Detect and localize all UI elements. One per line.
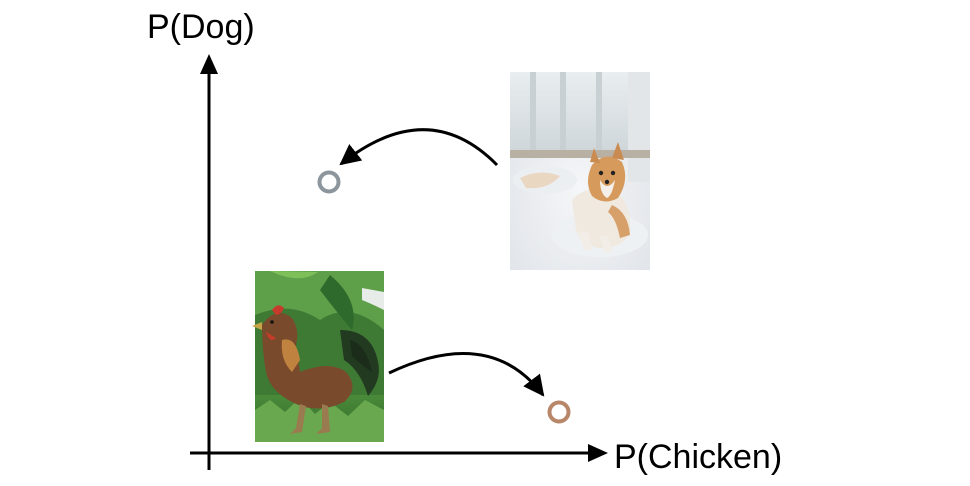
x-axis-label: P(Chicken) xyxy=(614,438,782,476)
y-axis-label: P(Dog) xyxy=(147,8,255,46)
dog-embedding-point xyxy=(317,170,341,194)
x-axis xyxy=(190,444,608,462)
dog-photo xyxy=(510,72,650,270)
dog-mapping-arrow xyxy=(339,128,499,167)
y-axis xyxy=(200,54,218,470)
chicken-embedding-point xyxy=(547,400,571,424)
x-axis-arrowhead xyxy=(588,444,608,462)
chicken-mapping-arrow xyxy=(388,352,545,397)
chicken-photo xyxy=(252,271,384,442)
y-axis-arrowhead xyxy=(200,54,218,74)
